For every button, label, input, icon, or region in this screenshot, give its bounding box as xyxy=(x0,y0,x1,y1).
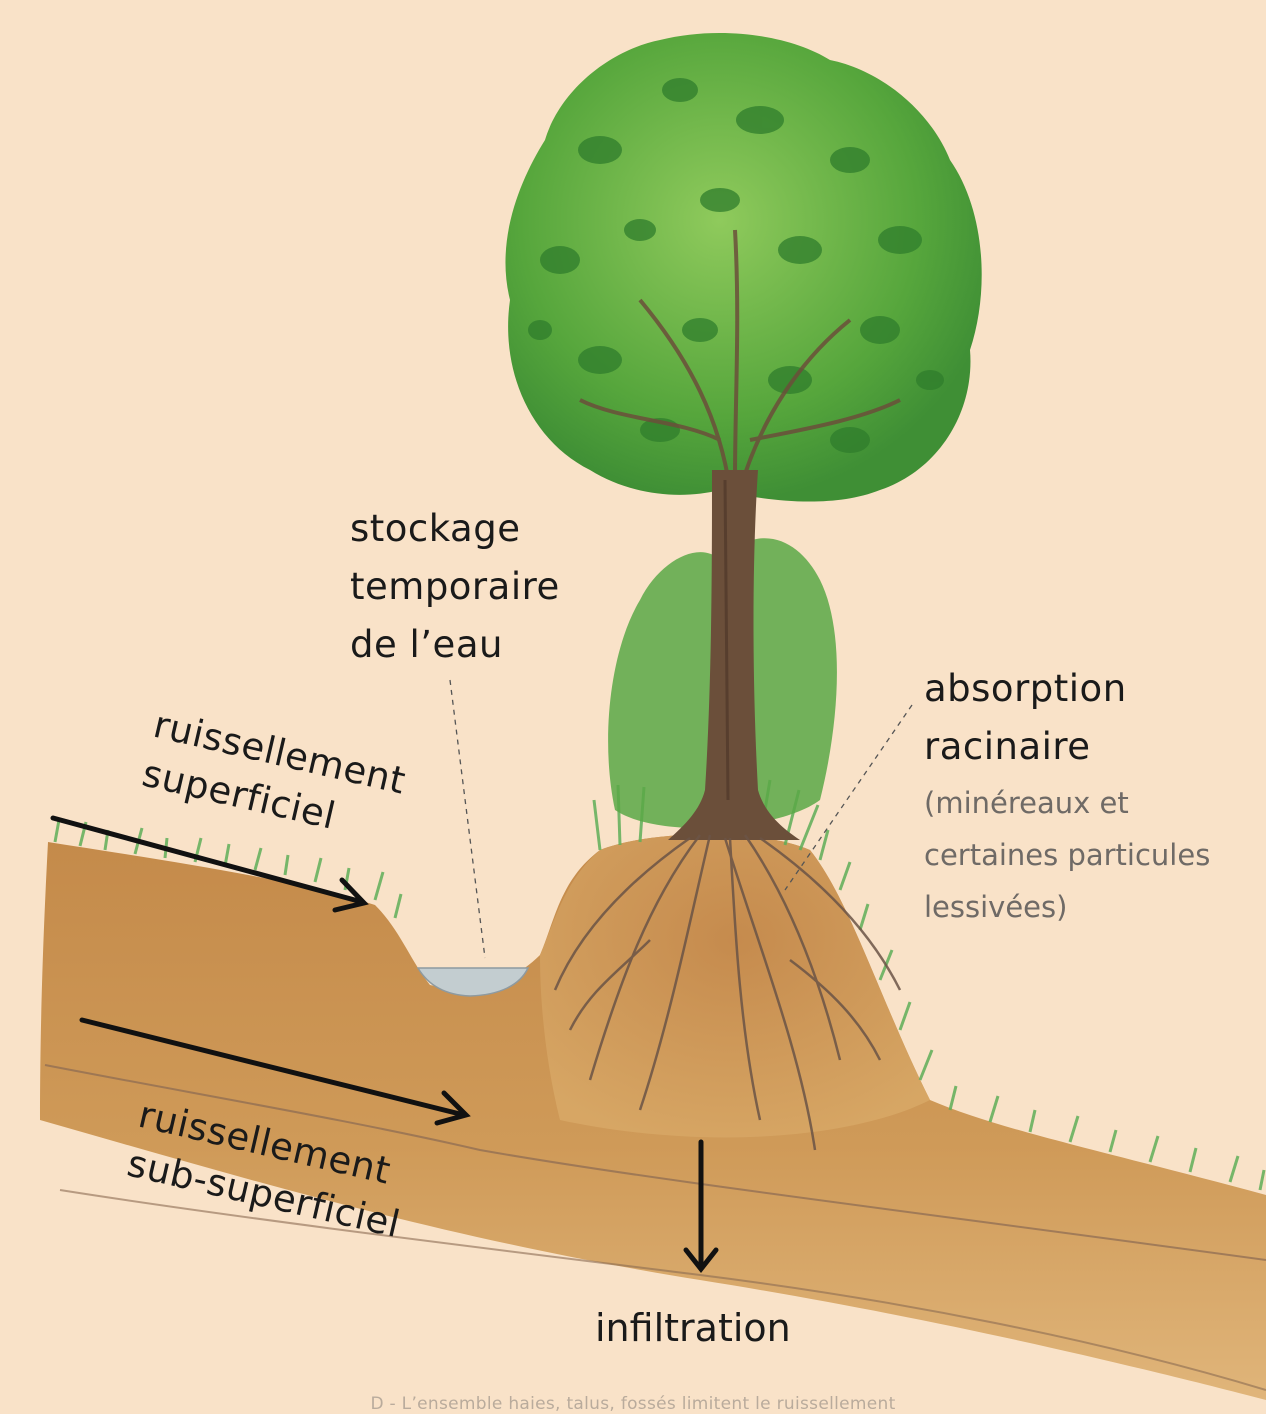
talus-mound xyxy=(540,834,930,1137)
label-infiltration: infiltration xyxy=(595,1306,791,1350)
label-stockage: stockage temporaire de l’eau xyxy=(350,500,560,674)
label-absorption-racinaire: absorption racinaire (minéreaux et certa… xyxy=(924,660,1210,932)
figure-caption: D - L’ensemble haies, talus, fossés limi… xyxy=(0,1394,1266,1414)
stockage-leader-line xyxy=(450,680,485,958)
